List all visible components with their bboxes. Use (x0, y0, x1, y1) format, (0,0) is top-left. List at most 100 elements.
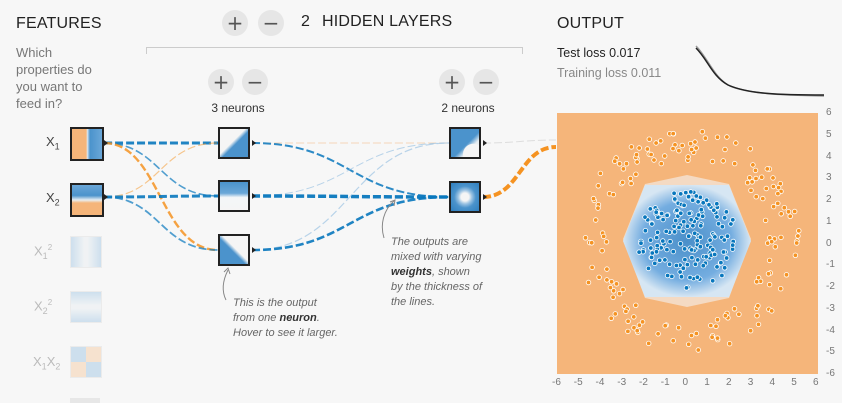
x-tick-label: 5 (791, 377, 797, 388)
orange-point (590, 195, 597, 202)
orange-point (634, 159, 640, 165)
link-x2-n2[interactable] (103, 194, 219, 199)
blue-point (666, 261, 673, 267)
orange-point (693, 145, 699, 151)
orange-point (595, 183, 601, 189)
blue-point (698, 206, 704, 213)
orange-point (648, 151, 654, 158)
link-x1-n2[interactable] (103, 142, 219, 197)
orange-point (623, 308, 629, 315)
orange-point (764, 166, 770, 172)
link-n3-m2[interactable] (251, 195, 450, 252)
features-question: Which properties do you want to feed in? (16, 45, 92, 111)
feature-label-x2-squared: X22 (34, 298, 53, 316)
orange-point (620, 166, 627, 172)
feature-thumbnail-x1[interactable] (70, 127, 104, 161)
feature-label-x2: X2 (46, 190, 60, 208)
orange-point (596, 274, 602, 280)
blue-point (691, 230, 698, 236)
blue-point (645, 265, 652, 272)
orange-point (766, 281, 773, 288)
blue-point (686, 210, 692, 217)
blue-point (662, 257, 668, 263)
blue-point (714, 214, 720, 220)
output-heatmap[interactable] (557, 113, 818, 374)
feature-thumbnail-x2[interactable] (70, 183, 104, 217)
blue-point (677, 241, 684, 247)
orange-point (709, 158, 716, 165)
add-neuron-button-layer-2[interactable]: + (439, 69, 465, 95)
hidden-layers-title: HIDDEN LAYERS (322, 13, 453, 30)
link-m1-out[interactable] (482, 139, 557, 144)
link-m2-out[interactable] (482, 145, 557, 199)
orange-point (610, 294, 616, 300)
y-tick-label: 2 (826, 194, 832, 205)
orange-point (768, 238, 775, 245)
link-n1-m2[interactable] (251, 142, 450, 198)
blue-point (649, 221, 655, 227)
orange-point (625, 328, 631, 335)
orange-point (720, 158, 726, 164)
orange-point (644, 146, 651, 152)
orange-point (625, 318, 631, 324)
training-loss-curve (695, 45, 825, 97)
blue-point (710, 246, 716, 253)
neuron-layer1-3[interactable] (218, 234, 250, 266)
orange-point (736, 311, 742, 317)
blue-point (697, 243, 704, 250)
x-tick-label: -1 (660, 377, 670, 388)
orange-point (608, 279, 615, 285)
orange-point (795, 233, 801, 239)
orange-point (633, 152, 640, 158)
orange-point (636, 145, 642, 151)
orange-point (608, 315, 614, 321)
orange-point (772, 244, 778, 250)
orange-data-points (582, 129, 802, 353)
blue-point (721, 265, 728, 271)
orange-point (662, 322, 668, 329)
feature-thumbnail-x1x2[interactable] (70, 346, 102, 378)
neuron-layer2-1[interactable] (449, 127, 481, 159)
blue-point (711, 251, 718, 258)
add-layer-button[interactable]: + (222, 10, 248, 36)
orange-point (601, 233, 607, 240)
add-neuron-button-layer-1[interactable]: + (208, 69, 234, 95)
feature-thumbnail-x1-squared[interactable] (70, 236, 102, 268)
remove-neuron-button-layer-2[interactable]: − (473, 69, 499, 95)
orange-point (670, 145, 676, 152)
orange-point (628, 144, 635, 150)
feature-thumbnail-x2-squared[interactable] (70, 291, 102, 323)
orange-point (679, 142, 685, 149)
orange-point (770, 203, 777, 210)
blue-point (699, 213, 706, 219)
orange-point (755, 321, 762, 328)
link-x2-n3[interactable] (103, 196, 219, 251)
blue-point (694, 257, 701, 263)
weights-annotation: The outputs are mixed with varying weigh… (391, 236, 483, 308)
remove-layer-button[interactable]: − (258, 10, 284, 36)
orange-point (634, 327, 640, 334)
link-x2-n1[interactable] (103, 142, 219, 198)
orange-point (603, 239, 610, 245)
link-n3-m1[interactable] (251, 142, 450, 251)
neuron-note-arrowhead (223, 267, 231, 275)
blue-point (695, 199, 701, 205)
orange-point (604, 266, 610, 272)
neuron-layer1-2[interactable] (218, 180, 250, 212)
neuron-layer1-1[interactable] (218, 127, 250, 159)
blue-point (677, 269, 683, 275)
neuron-layer2-2[interactable] (449, 181, 481, 213)
blue-point (730, 217, 736, 223)
orange-point (778, 234, 784, 241)
orange-point (631, 324, 637, 331)
orange-point (731, 306, 738, 312)
m2-arrow-icon (483, 194, 487, 200)
x2-arrow-icon (104, 194, 108, 200)
orange-point (616, 290, 623, 297)
orange-point (748, 187, 754, 194)
blue-point (636, 249, 642, 255)
blue-point (718, 259, 724, 266)
link-n2-m1[interactable] (251, 142, 450, 197)
remove-neuron-button-layer-1[interactable]: − (242, 69, 268, 95)
